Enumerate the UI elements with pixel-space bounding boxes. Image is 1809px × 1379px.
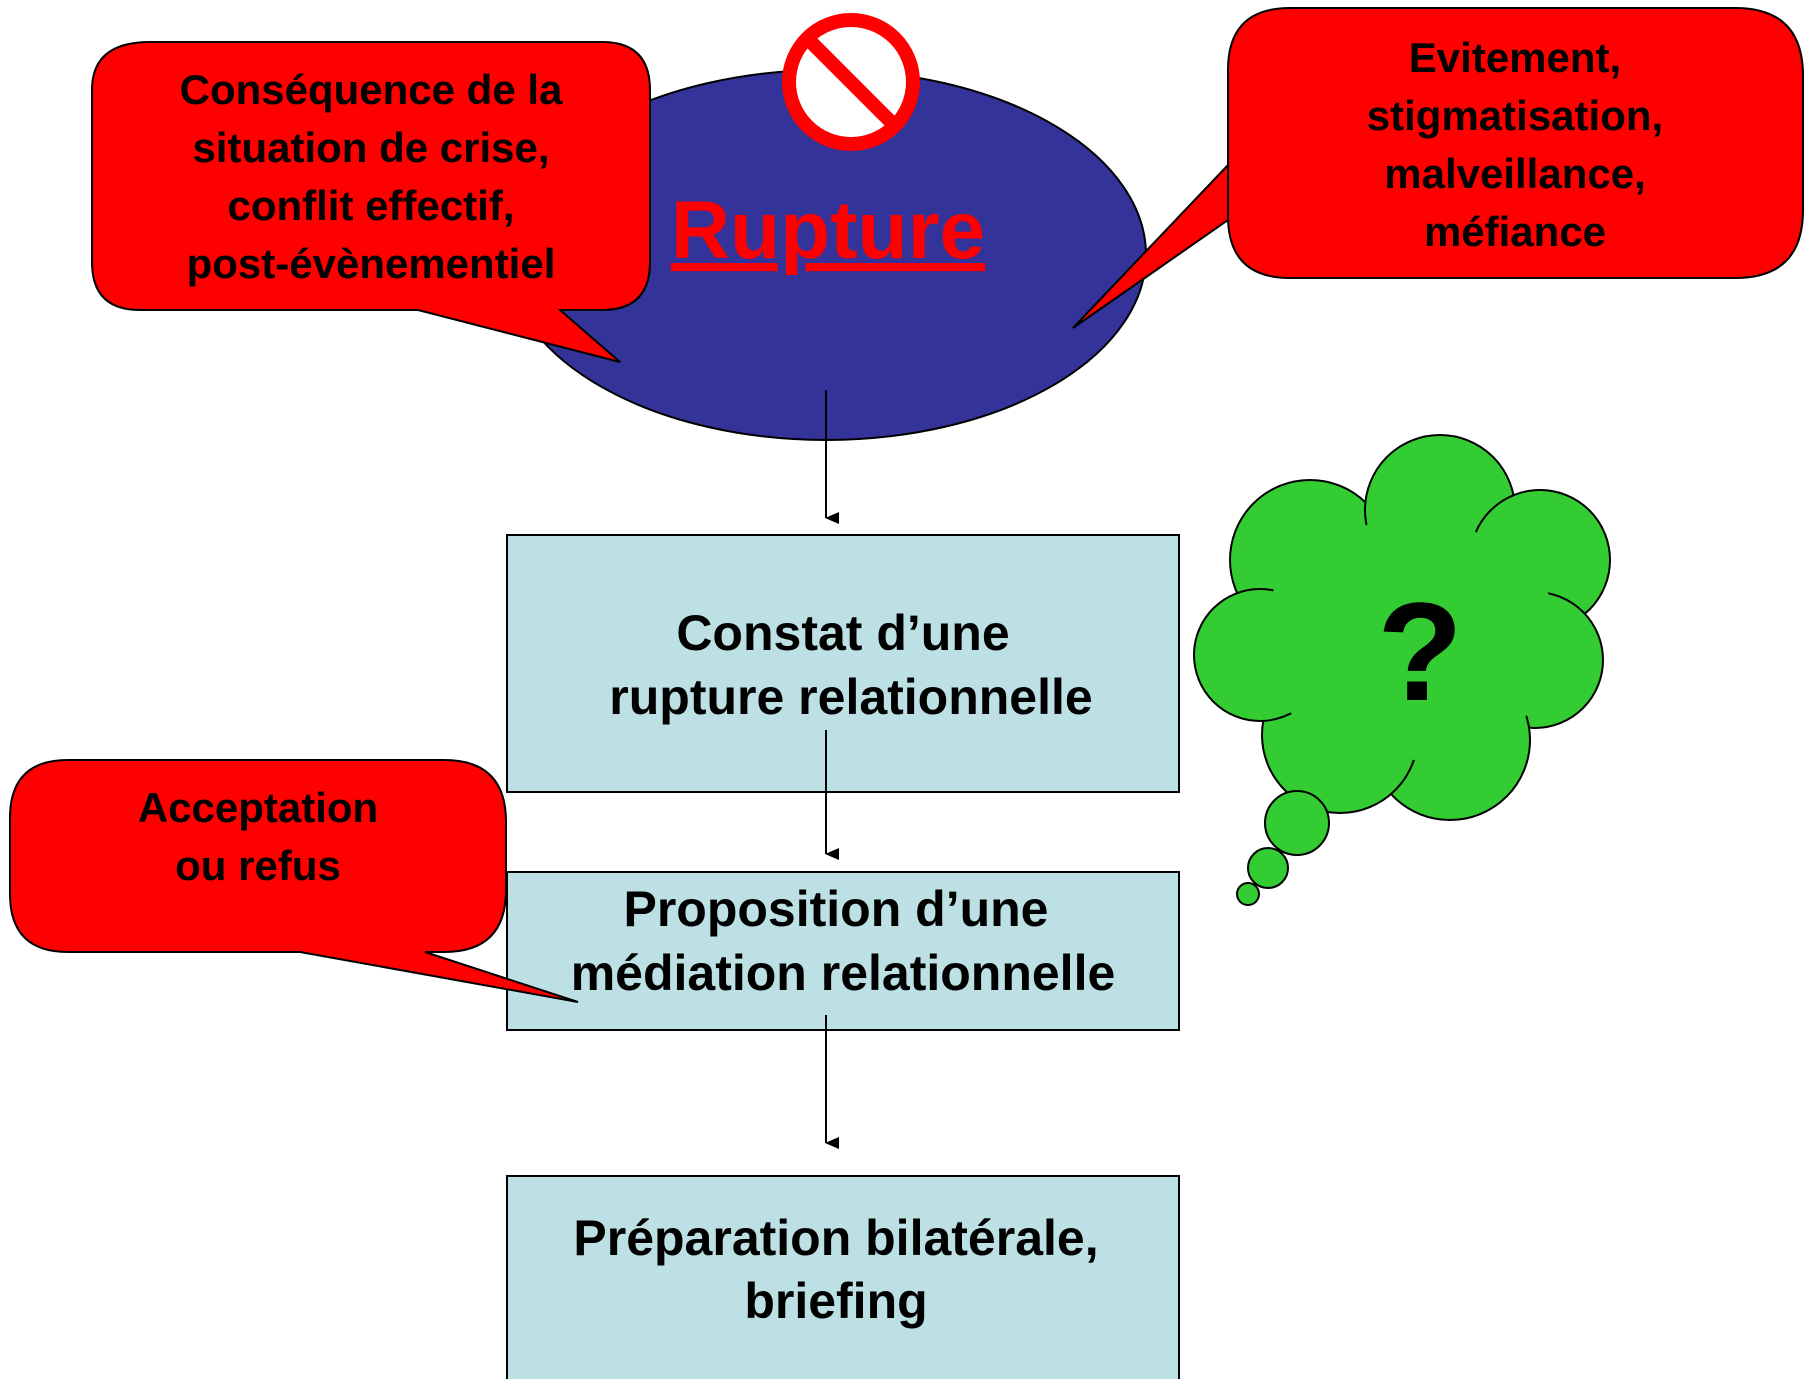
step-constat-line-1: Constat d’une xyxy=(676,605,1009,661)
callout-consequence-line-2: situation de crise, xyxy=(192,124,549,171)
callout-evitement-line-4: méfiance xyxy=(1424,208,1606,255)
callout-acceptation-line-1: Acceptation xyxy=(138,784,378,831)
callout-consequence-line-1: Conséquence de la xyxy=(180,66,563,113)
callout-acceptation-line-2: ou refus xyxy=(175,842,341,889)
callout-evitement-line-2: stigmatisation, xyxy=(1367,92,1663,139)
step-box-preparation: Préparation bilatérale, briefing xyxy=(506,1175,1180,1379)
step-preparation-line-1: Préparation bilatérale, xyxy=(573,1210,1098,1266)
step-constat-line-2: rupture relationnelle xyxy=(609,669,1092,725)
callout-evitement: Evitement, stigmatisation, malveillance,… xyxy=(1072,7,1804,329)
callout-consequence: Conséquence de la situation de crise, co… xyxy=(91,41,651,363)
thought-cloud xyxy=(1193,434,1611,906)
thought-question-mark: ? xyxy=(1377,573,1463,730)
callout-evitement-line-1: Evitement, xyxy=(1409,34,1621,81)
callout-consequence-line-3: conflit effectif, xyxy=(227,182,514,229)
step-proposition-line-1: Proposition d’une xyxy=(624,881,1049,937)
step-proposition-line-2: médiation relationnelle xyxy=(571,945,1116,1001)
rupture-title: Rupture xyxy=(671,185,985,276)
no-entry-icon xyxy=(782,13,920,151)
step-preparation-line-2: briefing xyxy=(744,1273,927,1329)
step-box-constat: Constat d’une rupture relationnelle xyxy=(506,534,1180,793)
step-box-proposition: Proposition d’une médiation relationnell… xyxy=(506,871,1180,1031)
callout-evitement-line-3: malveillance, xyxy=(1384,150,1646,197)
callout-consequence-line-4: post-évènementiel xyxy=(187,240,556,287)
callout-acceptation: Acceptation ou refus xyxy=(9,759,579,1003)
